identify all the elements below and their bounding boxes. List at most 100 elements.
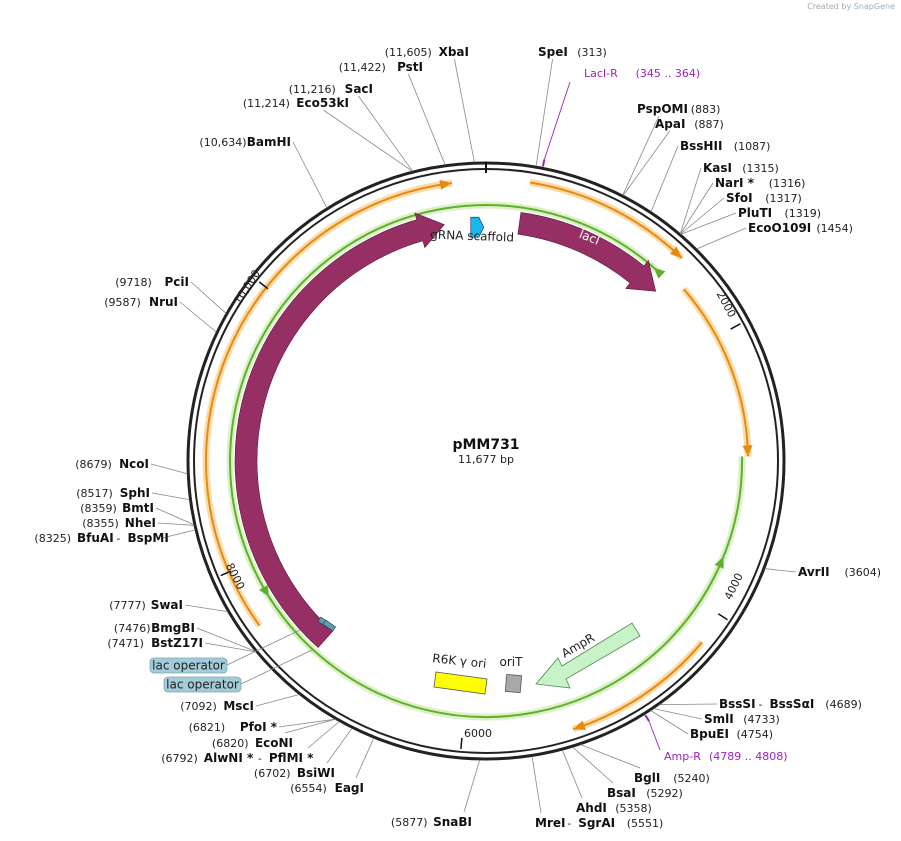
site-name: BsaI [607, 786, 636, 800]
site-name: BsiWI [297, 766, 335, 780]
site-position: (11,216) [289, 83, 336, 96]
site-econi[interactable]: EcoNI(6820) [212, 736, 293, 750]
site-pspomi[interactable]: PspOMI(883) [637, 102, 720, 116]
site-pcii[interactable]: PciI(9718) [115, 275, 189, 289]
site-pfoi[interactable]: PfoI *(6821) [189, 720, 278, 734]
site-ecoo109i[interactable]: EcoO109I(1454) [748, 221, 853, 235]
site-bstz17i[interactable]: BstZ17I(7471) [107, 636, 203, 650]
scale-tick-label: 6000 [464, 727, 492, 740]
site-position: (887) [694, 118, 724, 131]
site-ahdi[interactable]: AhdI(5358) [576, 801, 652, 815]
primer-binding-mark [541, 159, 546, 167]
site-nhei[interactable]: NheI(8355) [82, 516, 156, 530]
site-name: NheI [125, 516, 156, 530]
site-bsssi[interactable]: BssSI-BssSαI(4689) [719, 697, 862, 711]
orf-arrowhead [669, 246, 682, 259]
site-position: (6702) [254, 767, 291, 780]
site-bfuai[interactable]: BfuAI(8325)-BspMI [34, 531, 168, 545]
site-bsiwi[interactable]: BsiWI (6702) [254, 766, 335, 780]
feature-label-R6K-ori: R6K γ ori [432, 651, 487, 671]
plasmid-name: pMM731 [452, 437, 519, 453]
orf-arrowhead [573, 720, 587, 730]
site-bsai[interactable]: BsaI(5292) [607, 786, 683, 800]
site-swai[interactable]: SwaI(7777) [109, 598, 183, 612]
site-name: PfoI * [240, 720, 278, 734]
site-position: (1454) [816, 222, 853, 235]
scale-tick-label: 2000 [714, 289, 739, 320]
promoter-arc-3 [268, 596, 303, 640]
site-position: (9587) [104, 296, 141, 309]
site-position: (883) [691, 103, 721, 116]
site-leader-line [278, 718, 336, 728]
site-position: (5240) [673, 772, 710, 785]
site-position: (6554) [290, 782, 327, 795]
site-position: (1316) [769, 177, 806, 190]
scale-tick [220, 570, 232, 577]
site-leader-line [454, 58, 475, 163]
site-avrii[interactable]: AvrII(3604) [798, 565, 881, 579]
scale-tick-label: 8000 [223, 561, 247, 592]
site-name: MreI [535, 816, 565, 830]
site-apai[interactable]: ApaI(887) [655, 117, 724, 131]
site-position: (3604) [845, 566, 882, 579]
site-leader-line [151, 492, 190, 500]
site-leader-line [179, 301, 217, 333]
site-alwni[interactable]: AlwNI *(6792)-PflMI * [161, 751, 314, 765]
site-name-secondary: SgrAI [578, 816, 615, 830]
site-name: BmtI [122, 501, 154, 515]
site-bpuei[interactable]: BpuEI(4754) [690, 727, 773, 741]
site-name: SphI [120, 486, 150, 500]
site-bmgbi[interactable]: BmgBI(7476) [114, 621, 195, 635]
site-msci[interactable]: MscI(7092) [180, 699, 254, 713]
site-name: NcoI [119, 457, 149, 471]
primer-name: Amp-R [664, 750, 701, 763]
site-spei[interactable]: SpeI(313) [538, 45, 607, 59]
site-name-secondary: BssSαI [770, 697, 815, 711]
feature-gRNA-scaffold-arrow [470, 216, 485, 238]
site-smli[interactable]: SmlI(4733) [704, 712, 780, 726]
feature-leader-line [240, 648, 315, 685]
site-leader-line [204, 642, 256, 653]
lac-operator-label[interactable]: lac operator [149, 657, 228, 674]
site-xbai[interactable]: XbaI(11,605) [385, 45, 469, 59]
orf-arrowhead [439, 179, 452, 190]
site-name: NruI [149, 295, 178, 309]
site-leader-line [358, 95, 413, 172]
site-snabi[interactable]: SnaBI(5877) [391, 815, 472, 829]
site-pluti[interactable]: PluTI(1319) [738, 206, 821, 220]
site-eagi[interactable]: EagI(6554) [290, 781, 364, 795]
site-nari[interactable]: NarI *(1316) [715, 176, 805, 190]
site-leader-line [326, 728, 353, 764]
scale-tick [258, 281, 269, 290]
lac-operator-label[interactable]: lac operator [163, 676, 242, 693]
site-name-secondary: BspMI [128, 531, 169, 545]
site-name: SmlI [704, 712, 734, 726]
site-position: (313) [577, 46, 607, 59]
site-position: (1087) [734, 140, 771, 153]
credit-prefix: Created by [807, 2, 852, 11]
site-sfoi[interactable]: SfoI(1317) [726, 191, 802, 205]
site-saci[interactable]: SacI(11,216) [289, 82, 373, 96]
site-nrui[interactable]: NruI (9587) [104, 295, 178, 309]
site-name: Eco53kI [296, 96, 349, 110]
site-leader-line [659, 703, 718, 705]
site-mrei[interactable]: MreI-SgrAI(5551) [535, 816, 663, 830]
site-bmti[interactable]: BmtI (8359) [80, 501, 154, 515]
site-ncoi[interactable]: NcoI(8679) [75, 457, 149, 471]
site-psti[interactable]: PstI(11,422) [339, 60, 423, 74]
site-eco53ki[interactable]: Eco53kI(11,214) [243, 96, 349, 110]
site-kasi[interactable]: KasI(1315) [703, 161, 779, 175]
site-leader-line [531, 756, 542, 814]
site-sphi[interactable]: SphI(8517) [76, 486, 150, 500]
site-bsshii[interactable]: BssHII(1087) [680, 139, 770, 153]
site-bamhi[interactable]: BamHI(10,634) [199, 135, 291, 149]
site-name: BstZ17I [151, 636, 203, 650]
site-leader-line [463, 759, 481, 813]
site-bgli[interactable]: BglI(5240) [634, 771, 710, 785]
site-position: (8359) [80, 502, 117, 515]
site-leader-line [680, 212, 737, 235]
feature-lacI-arrow [517, 212, 657, 292]
site-name: KasI [703, 161, 732, 175]
primer-amp-r[interactable]: Amp-R(4789 .. 4808) [664, 750, 788, 763]
primer-laci-r[interactable]: LacI-R(345 .. 364) [584, 67, 700, 80]
